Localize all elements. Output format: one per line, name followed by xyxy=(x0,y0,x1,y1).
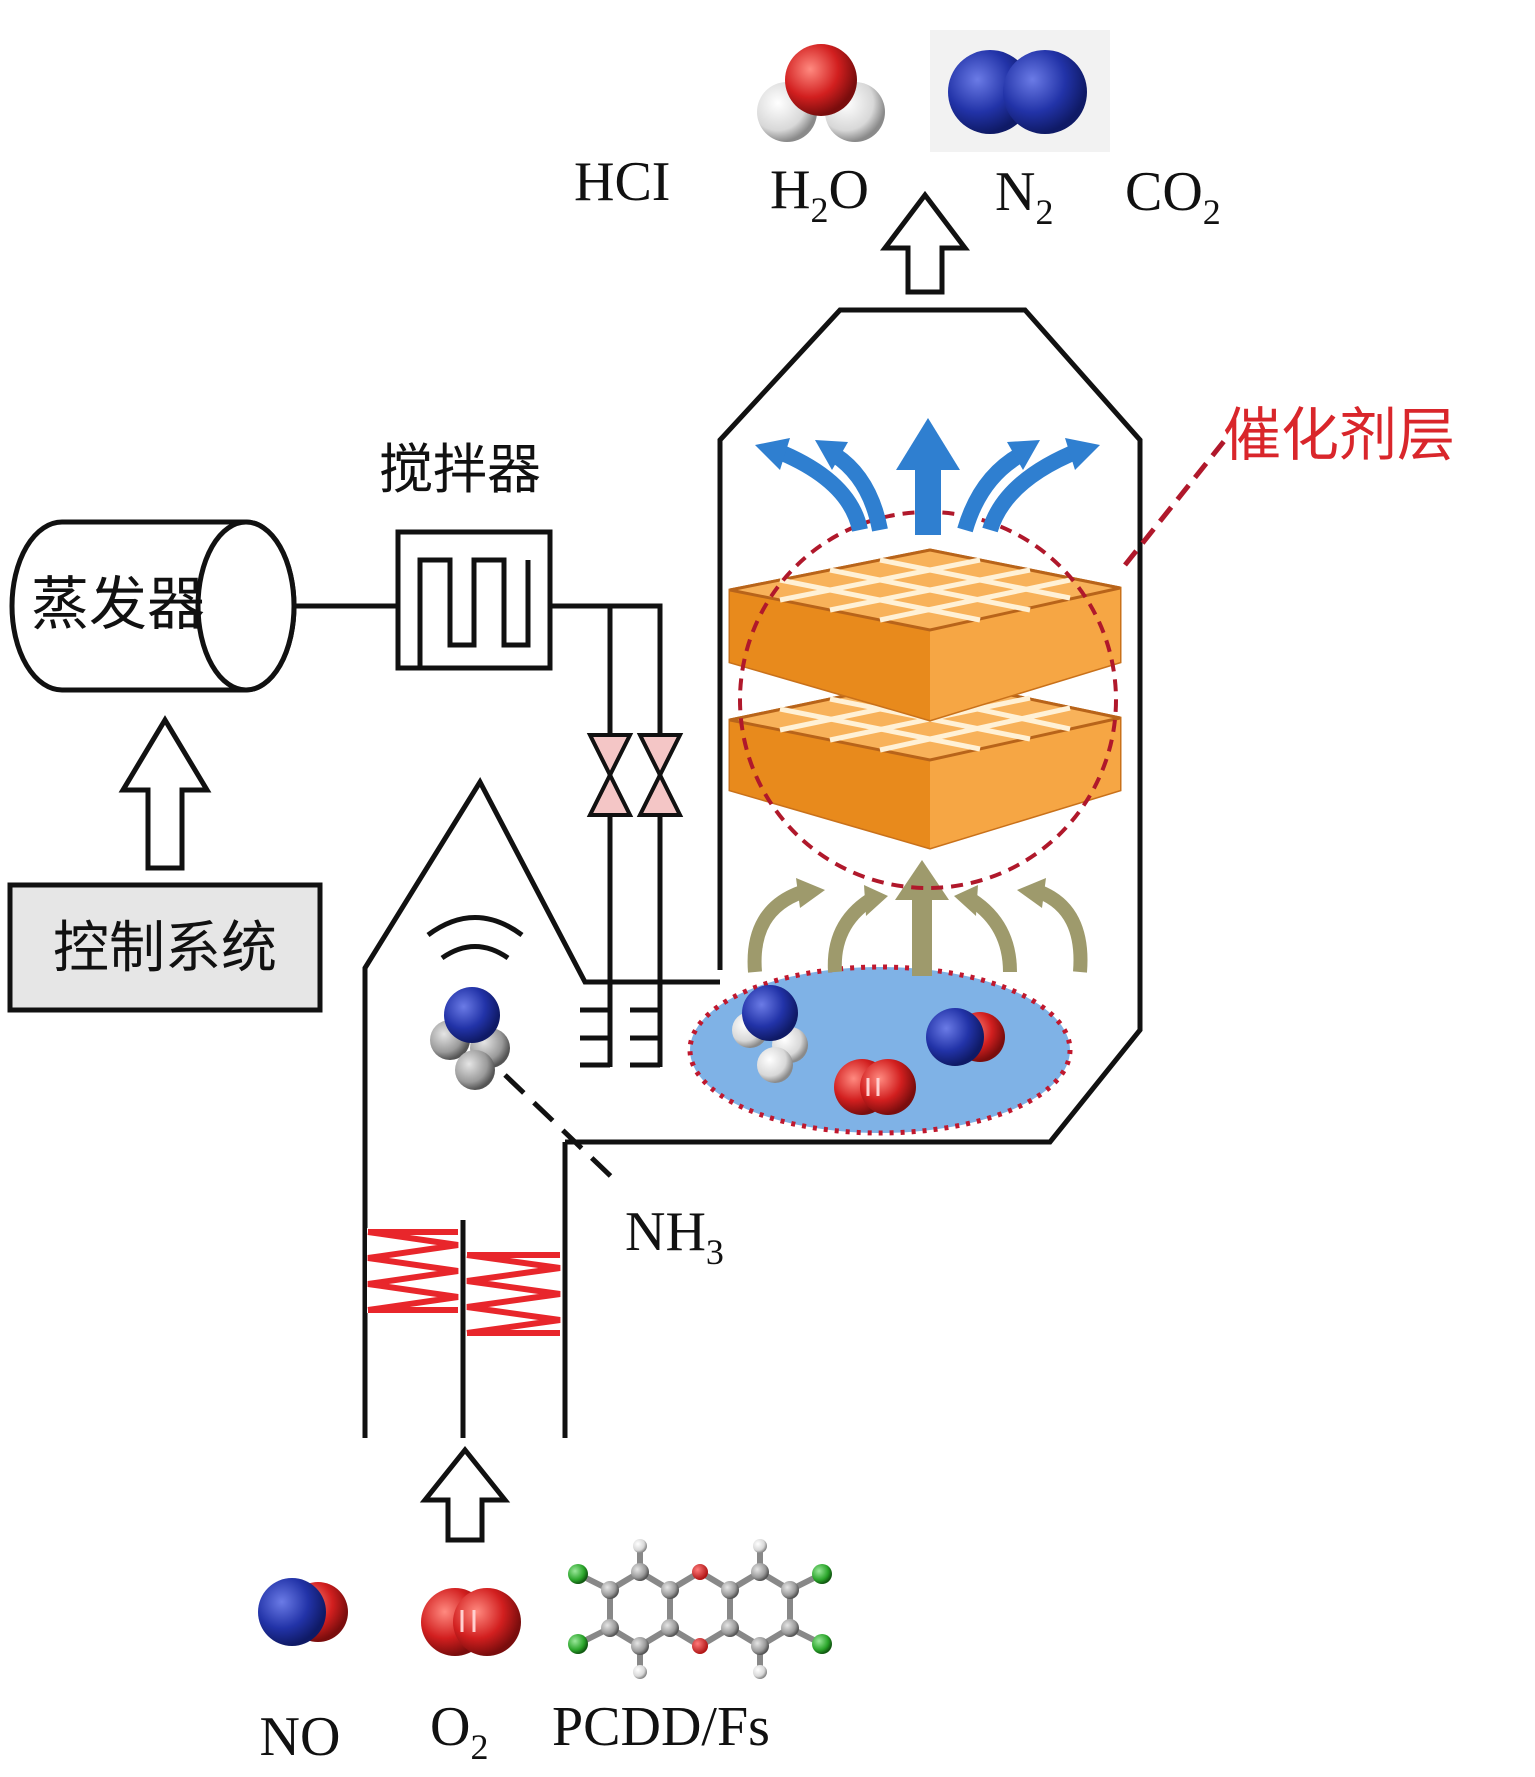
input-o2-label: O2 xyxy=(430,1696,488,1767)
arrow-flue-gas-inlet xyxy=(419,1445,511,1543)
ammonia-label: NH3 xyxy=(625,1201,724,1272)
nitric-oxide-molecule-icon xyxy=(926,1008,1005,1066)
inlet-flow-arrows xyxy=(895,860,949,976)
mixer: 搅拌器 xyxy=(379,438,553,671)
heater-coil xyxy=(466,1252,561,1336)
outlet-flow-arrow-heads xyxy=(755,438,1100,470)
nitric-oxide-molecule-icon xyxy=(258,1578,348,1646)
inlet-flow-arrows-side xyxy=(747,885,1088,973)
ammonia-feed-pipes xyxy=(550,603,663,1060)
catalyst-layer-label: 催化剂层 xyxy=(1223,401,1455,469)
control-system: 控制系统 xyxy=(7,882,323,1013)
output-n2-label: N2 xyxy=(995,161,1053,232)
arrow-reactor-outlet xyxy=(879,190,971,295)
inlet-flow-arrow-heads xyxy=(796,878,1046,916)
ammonia-leader-line xyxy=(503,1073,622,1187)
scr-reactor xyxy=(362,307,1143,1438)
catalyst-honeycomb xyxy=(728,548,1122,850)
water-molecule-icon xyxy=(757,44,885,142)
output-hcl-label: HCI xyxy=(574,151,670,213)
pcdd-molecule-icon xyxy=(568,1539,832,1679)
arrow-control-to-evaporator xyxy=(118,715,212,871)
outlet-flow-arrows xyxy=(896,418,960,535)
ammonia-molecule-icon xyxy=(732,985,808,1083)
ammonia-molecule-icon xyxy=(430,987,510,1090)
evaporator: 蒸发器 xyxy=(9,519,297,693)
sound-wave-icon xyxy=(426,915,524,961)
output-co2-label: CO2 xyxy=(1125,161,1221,232)
heater-coil xyxy=(367,1228,459,1313)
valve-icon xyxy=(586,733,634,817)
outlet-flow-arrows-side xyxy=(772,442,1083,533)
output-h2o-label: H2O xyxy=(770,159,869,230)
valve-icon xyxy=(636,733,684,817)
input-pcdd-label: PCDD/Fs xyxy=(552,1696,770,1758)
nitrogen-molecule-icon xyxy=(930,30,1110,152)
control-system-label: 控制系统 xyxy=(53,916,277,981)
evaporator-label: 蒸发器 xyxy=(31,570,205,638)
mixer-label: 搅拌器 xyxy=(379,438,541,501)
ammonia-injector xyxy=(580,982,663,1068)
oxygen-molecule-icon xyxy=(421,1588,521,1656)
oxygen-molecule-icon xyxy=(834,1059,916,1115)
input-no-label: NO xyxy=(260,1706,341,1768)
